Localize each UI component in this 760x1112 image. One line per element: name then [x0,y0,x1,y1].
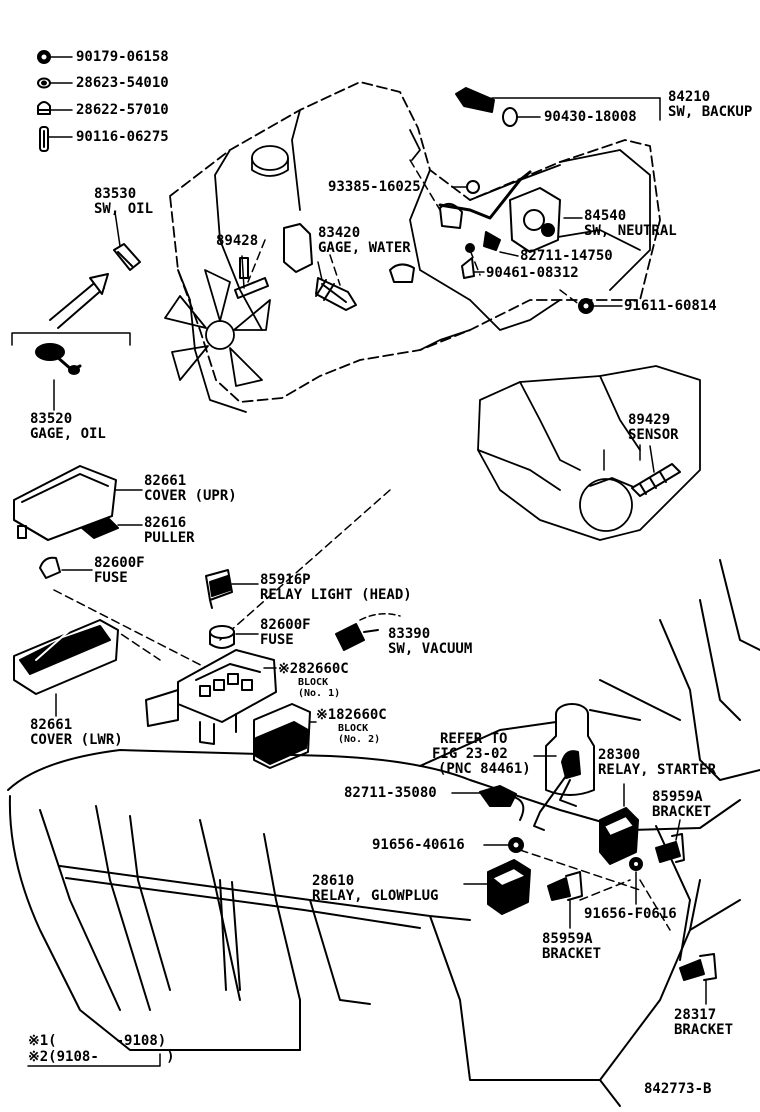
part-sublabel-82660c-2: BLOCK(No. 2) [338,723,381,745]
part-number-label: 90116-06275 [76,129,169,145]
part-label-82660c-1: ※282660C [278,661,349,677]
grommet-icon [37,101,51,115]
footnote-1: ※1( -9108) [28,1033,167,1049]
diagram-id: 842773-B [644,1081,712,1097]
relay-block-2-icon [253,703,311,769]
part-number-label: 28622-57010 [76,102,169,118]
washer-icon [37,77,51,89]
cover-upper-icon [13,465,117,541]
water-gage-icon [315,277,357,311]
nut-icon [37,50,51,64]
transmission-illustration [477,365,701,541]
part-number-label: 90461-08312 [486,265,579,281]
footnote-2: ※2(9108- ) [28,1049,175,1065]
part-sublabel-82660c-1: BLOCK(No. 1) [298,677,341,699]
pin-icon [39,126,49,152]
sensor-89429-icon [631,463,681,497]
part-number-label: 91656-F0616 [584,906,677,922]
vacuum-switch-icon [335,623,379,651]
part-number-label: 28623-54010 [76,75,169,91]
fuse-2-icon [209,625,235,649]
direction-arrow-icon [49,273,109,329]
part-number-label: 82711-35080 [344,785,437,801]
part-number-label: 93385-16025 [328,179,421,195]
part-number-label: 89428 [216,233,259,249]
cover-lower-icon [13,619,119,695]
bracket-28317-icon [679,953,717,981]
part-label-82660c-2: ※182660C [316,707,387,723]
backup-switch-icon [455,87,518,127]
relay-light-icon [205,569,233,609]
vehicle-body-illustration [7,559,760,1107]
part-number-label: 91656-40616 [372,837,465,853]
part-number-label: 90179-06158 [76,49,169,65]
bracket-85959a-upper-icon [655,833,685,863]
engine-illustration [164,81,661,413]
relay-block-1-icon [145,649,277,745]
leader-lines [247,159,581,306]
oil-gage-icon [35,343,82,375]
part-number-label: 91611-60814 [624,298,717,314]
part-number-label: 82711-14750 [520,248,613,264]
glowplug-relay-icon [487,859,531,915]
neutral-switch-icon [438,170,561,279]
fuse-icon [39,556,61,579]
puller-icon [81,517,119,539]
sensor-89428-icon [234,255,269,299]
oil-switch-icon [113,243,141,271]
starter-relay-icon [599,807,639,865]
reservoir-icon [533,703,595,831]
bracket-85959a-lower-icon [547,871,583,901]
part-number-label: 90430-18008 [544,109,637,125]
connector-icon [479,785,525,821]
